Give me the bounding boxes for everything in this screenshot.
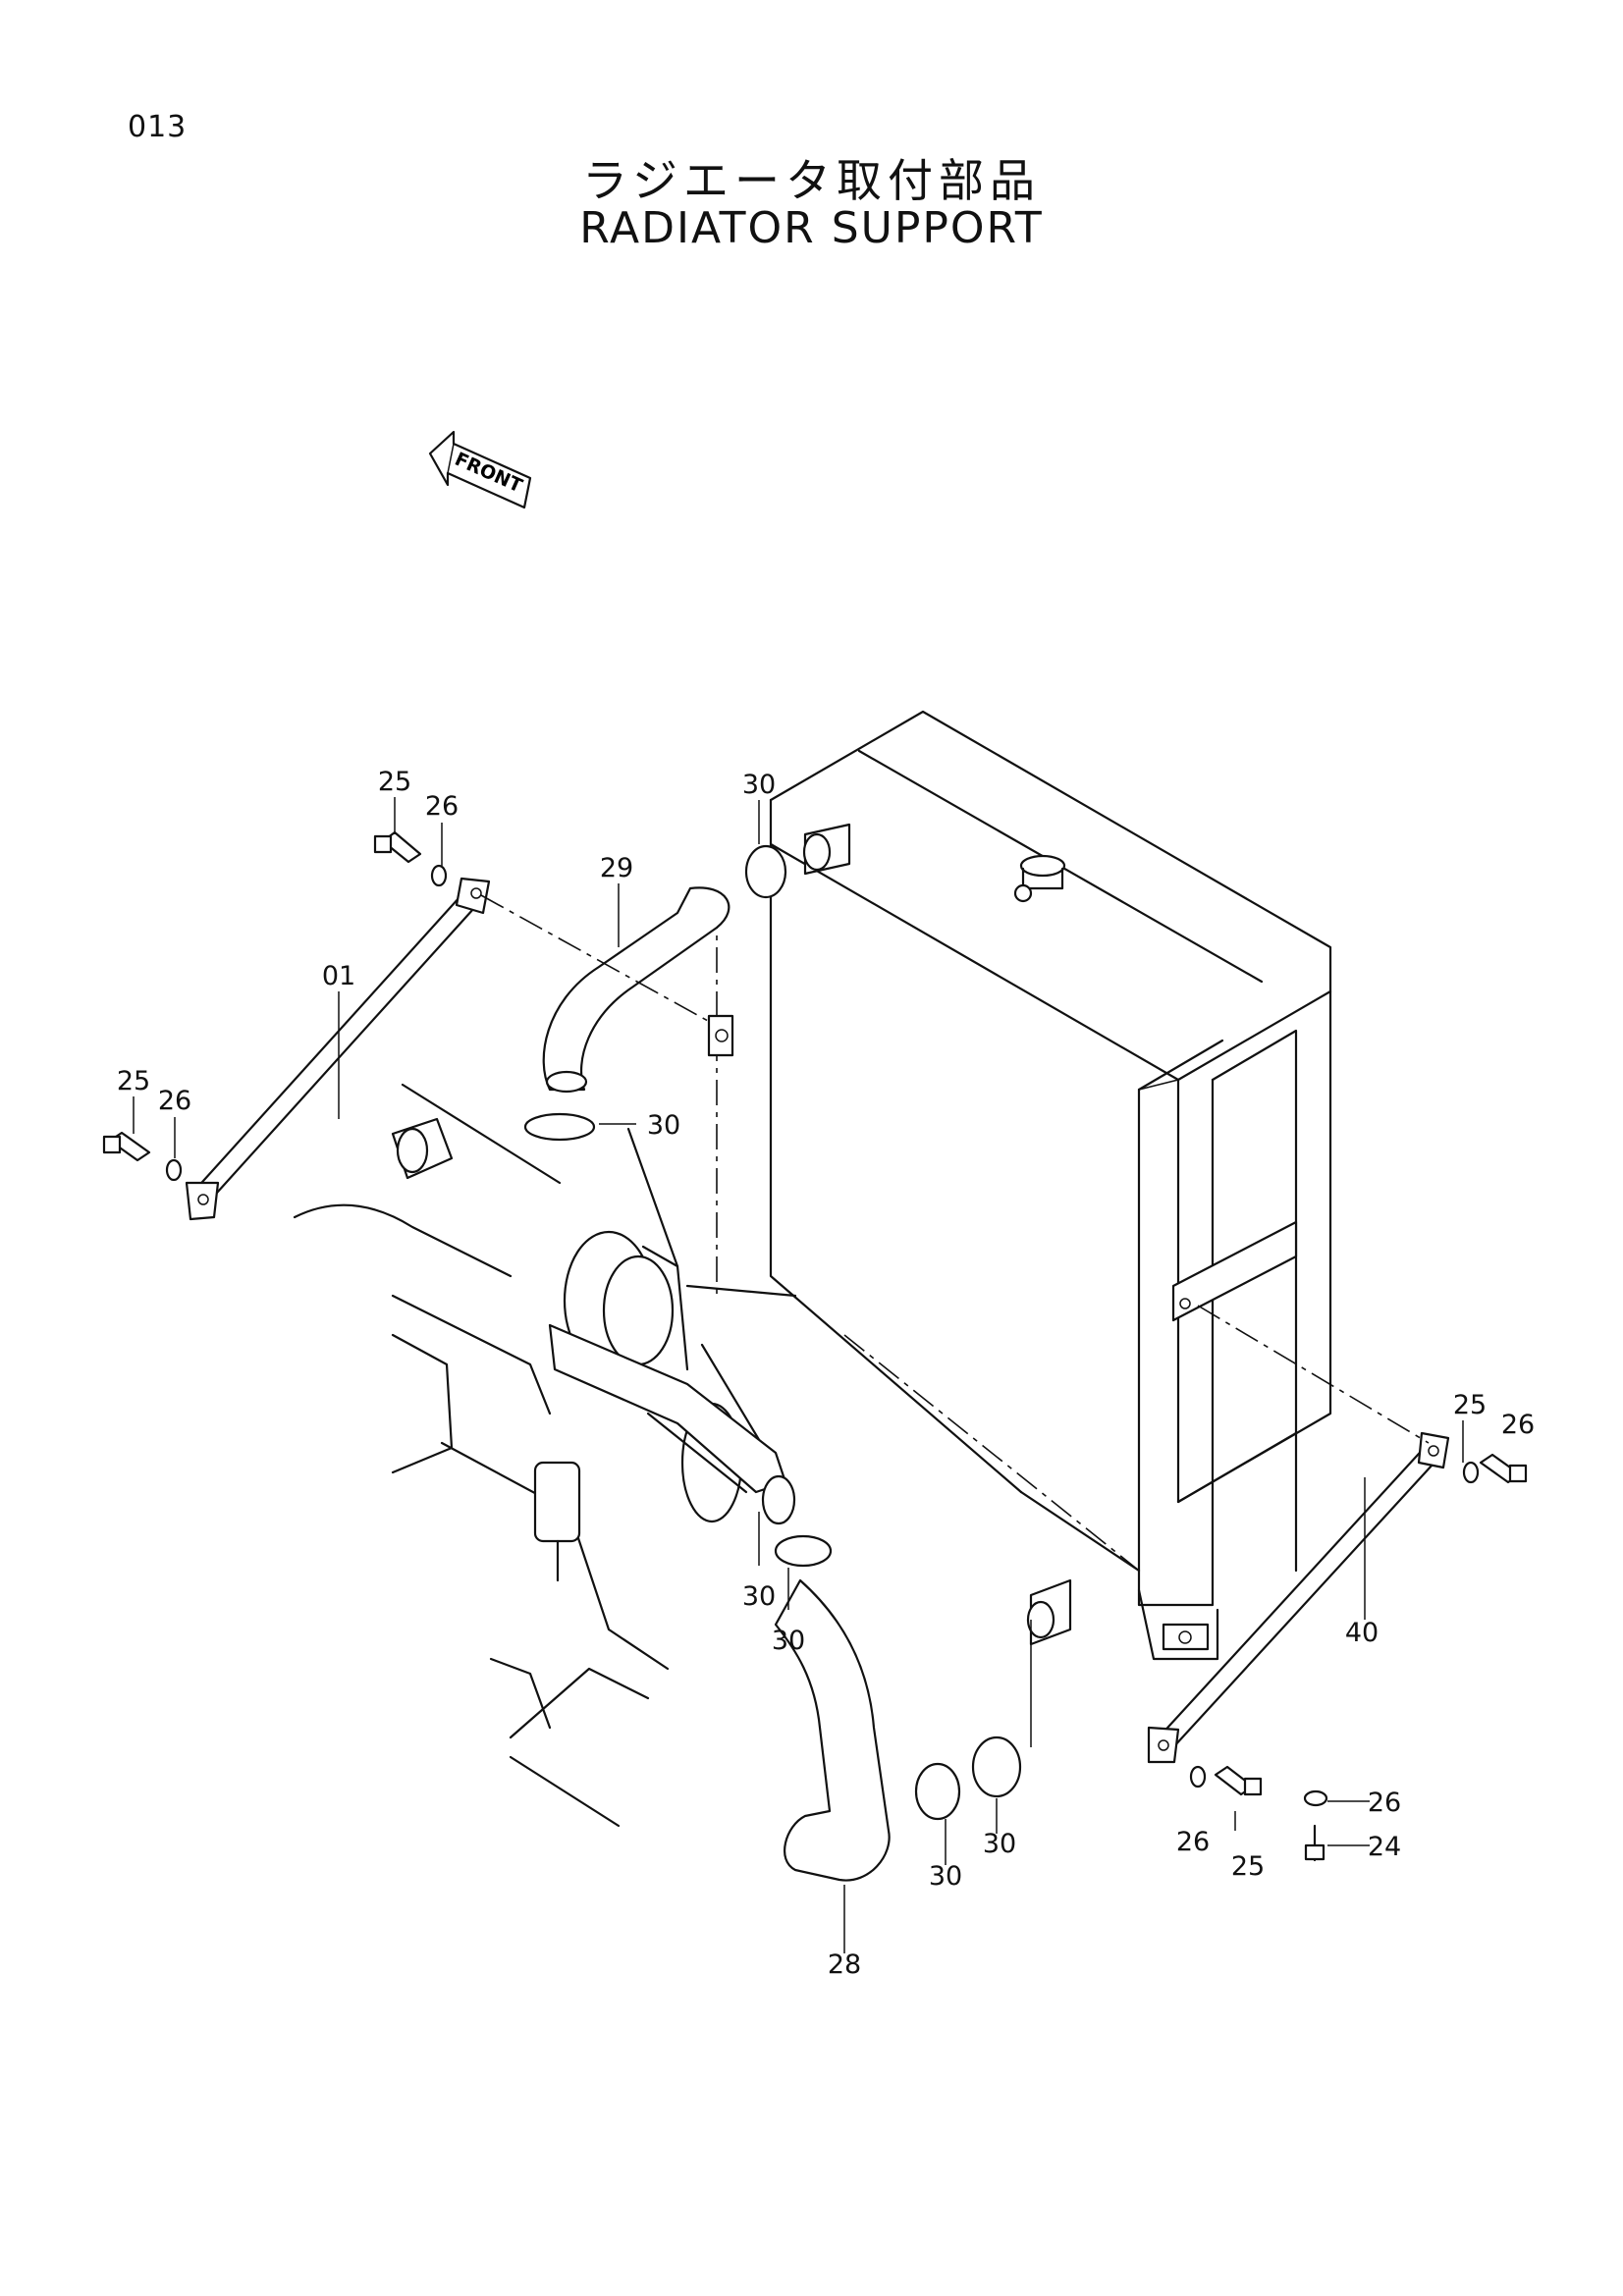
left-radiator-stay — [185, 877, 718, 1221]
callout-26: 26 — [158, 1086, 191, 1116]
callout-26: 26 — [1501, 1410, 1535, 1440]
callout-25: 25 — [117, 1066, 150, 1096]
page-code: 013 — [128, 110, 188, 144]
callout-30: 30 — [929, 1861, 962, 1892]
callout-25: 25 — [1231, 1851, 1265, 1882]
engine-block — [293, 1083, 797, 1828]
page-title: RADIATOR SUPPORT — [579, 203, 1044, 253]
bolt-icon — [102, 830, 1528, 1862]
radiator-core — [769, 710, 1332, 1661]
page-title-japanese: ラジエータ取付部品 — [581, 154, 1042, 207]
radiator-cap-icon — [1013, 854, 1066, 903]
hose-clamp-icon — [523, 844, 1022, 1821]
leader-lines — [133, 797, 1464, 1953]
callout-24: 24 — [1368, 1832, 1401, 1862]
washer-icon — [165, 864, 1480, 1807]
callout-30: 30 — [742, 1581, 776, 1612]
upper-hose — [542, 886, 730, 1094]
callout-28: 28 — [828, 1949, 861, 1980]
right-radiator-stay — [1147, 1305, 1450, 1764]
callout-01: 01 — [322, 961, 355, 991]
callout-26: 26 — [425, 791, 459, 822]
callout-30: 30 — [983, 1829, 1016, 1859]
callout-25: 25 — [1453, 1390, 1487, 1420]
callout-30: 30 — [647, 1110, 680, 1141]
front-arrow-icon: FRONT — [428, 430, 532, 509]
lower-hose — [774, 1578, 891, 1882]
callout-30: 30 — [772, 1626, 805, 1656]
callout-26: 26 — [1176, 1827, 1210, 1857]
callout-29: 29 — [600, 853, 633, 883]
callout-40: 40 — [1345, 1618, 1379, 1648]
callout-25: 25 — [378, 767, 411, 797]
callout-30: 30 — [742, 770, 776, 800]
callout-26: 26 — [1368, 1788, 1401, 1818]
